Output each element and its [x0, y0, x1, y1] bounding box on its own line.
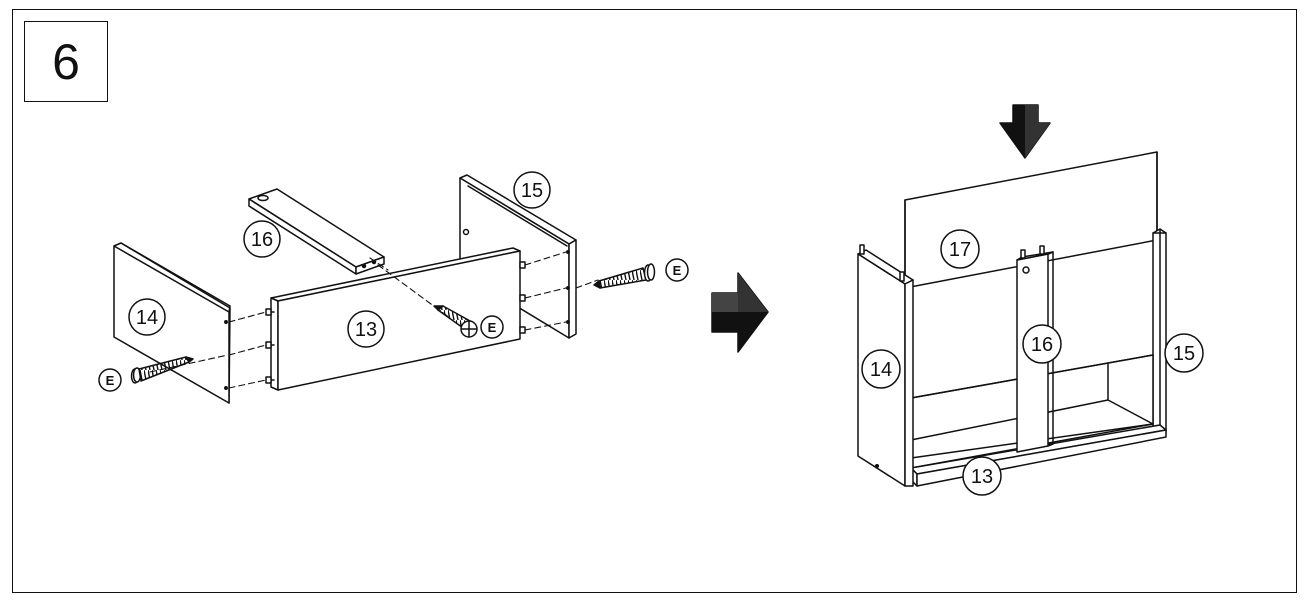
callout-17-assembled: 17 [940, 229, 980, 269]
callout-13-exploded: 13 [347, 310, 385, 348]
callout-17-assembled-label: 17 [949, 239, 971, 261]
callout-14-exploded-label: 14 [136, 307, 158, 329]
panel-15-assembled [1152, 228, 1167, 438]
callout-13-exploded-label: 13 [355, 319, 377, 341]
screw-e-middle [433, 305, 478, 338]
screw-label-middle-text: E [488, 320, 497, 335]
panel-13-exploded [265, 247, 526, 391]
callout-15-exploded: 15 [513, 171, 551, 209]
screw-e-right [593, 263, 656, 289]
step-number: 6 [52, 33, 80, 90]
callout-13-assembled-label: 13 [971, 466, 993, 488]
callout-15-exploded-label: 15 [521, 180, 543, 202]
panel-14-exploded [113, 242, 231, 404]
panel-16-exploded [248, 188, 385, 275]
screw-label-middle: E [480, 315, 504, 339]
right-arrow-icon [711, 272, 769, 353]
screw-label-left-text: E [106, 373, 115, 388]
callout-15-assembled-label: 15 [1173, 343, 1195, 365]
screw-label-right: E [665, 258, 689, 282]
callout-15-assembled: 15 [1164, 333, 1204, 373]
callout-13-assembled: 13 [962, 456, 1002, 496]
screw-label-left: E [98, 368, 122, 392]
callout-16-assembled: 16 [1022, 324, 1062, 364]
callout-16-exploded-label: 16 [251, 229, 273, 251]
callout-14-assembled: 14 [861, 349, 901, 389]
screw-label-right-text: E [673, 263, 682, 278]
callout-14-exploded: 14 [128, 298, 166, 336]
callout-16-exploded: 16 [243, 220, 281, 258]
down-arrow-icon [999, 104, 1051, 159]
instruction-frame [12, 9, 1297, 593]
callout-16-assembled-label: 16 [1031, 334, 1053, 356]
step-number-box: 6 [24, 21, 108, 102]
screw-e-left [130, 356, 194, 384]
callout-14-assembled-label: 14 [870, 359, 892, 381]
